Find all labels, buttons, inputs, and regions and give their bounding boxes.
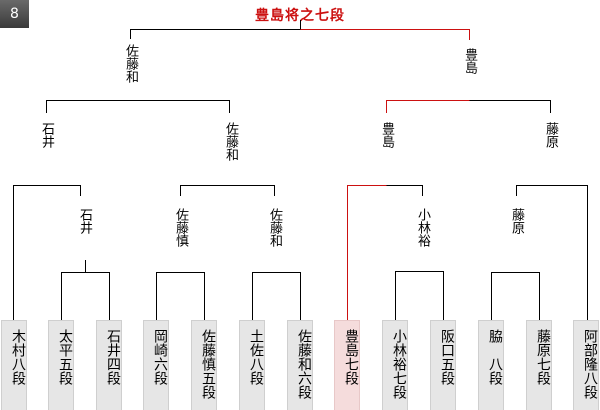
- quarterfinal-winner: 豊島: [379, 122, 394, 148]
- semifinal-winner-left: 佐藤和: [123, 44, 138, 83]
- player-name: 佐藤慎五段: [200, 329, 216, 399]
- champion-label: 豊島将之七段: [255, 8, 345, 24]
- player-box[interactable]: 小林裕七段: [382, 320, 408, 410]
- player-box-winner[interactable]: 豊島七段: [334, 320, 360, 410]
- qf-line-3-win: [347, 185, 387, 320]
- round2-winner: 石井: [77, 208, 92, 234]
- bracket-number-badge: 8: [0, 0, 29, 28]
- player-box[interactable]: 佐藤慎五段: [191, 320, 217, 410]
- r1-line: [156, 272, 205, 320]
- round2-winner: 藤原: [509, 208, 524, 234]
- qf-line-1: [13, 185, 81, 320]
- round2-winner: 佐藤慎: [173, 208, 188, 247]
- player-box[interactable]: 土佐八段: [239, 320, 265, 410]
- player-box[interactable]: 石井四段: [96, 320, 122, 410]
- player-name: 岡崎六段: [152, 329, 168, 385]
- player-name: 佐藤和六段: [296, 329, 312, 399]
- player-box[interactable]: 木村八段: [1, 320, 27, 410]
- r1-line: [491, 272, 540, 320]
- player-name: 阿部隆八段: [582, 329, 598, 399]
- player-name: 藤原七段: [535, 329, 551, 385]
- player-box[interactable]: 阿部隆八段: [573, 320, 599, 410]
- player-name: 木村八段: [10, 329, 26, 385]
- player-name: 豊島七段: [343, 329, 359, 385]
- player-name: 小林裕七段: [391, 329, 407, 399]
- semifinal-winner-right: 豊島: [462, 48, 477, 74]
- qf-line-4: [516, 185, 588, 320]
- semifinal-line-right: [469, 100, 551, 113]
- r1-line: [395, 271, 444, 320]
- qf-line-3: [386, 185, 423, 196]
- player-name: 太平五段: [57, 329, 73, 385]
- r1-line: [252, 272, 301, 320]
- quarterfinal-winner: 藤原: [543, 122, 558, 148]
- player-name: 土佐八段: [248, 329, 264, 385]
- player-name: 脇 八段: [487, 329, 503, 385]
- semifinal-line-left: [46, 100, 230, 113]
- semifinal-line-right-win: [386, 100, 470, 113]
- round2-winner: 佐藤和: [267, 208, 282, 247]
- round2-winner: 小林裕: [415, 208, 430, 247]
- final-line-left: [130, 20, 301, 39]
- player-box[interactable]: 佐藤和六段: [287, 320, 313, 410]
- r1-line: [61, 272, 110, 320]
- player-box[interactable]: 岡崎六段: [143, 320, 169, 410]
- player-box[interactable]: 藤原七段: [526, 320, 552, 410]
- quarterfinal-winner: 石井: [39, 122, 54, 148]
- player-box[interactable]: 太平五段: [48, 320, 74, 410]
- player-name: 石井四段: [105, 329, 121, 385]
- final-line-right: [300, 29, 470, 40]
- player-box[interactable]: 脇 八段: [478, 320, 504, 410]
- qf-line-2: [180, 185, 275, 196]
- quarterfinal-winner: 佐藤和: [223, 122, 238, 161]
- player-name: 阪口五段: [439, 329, 455, 385]
- player-box[interactable]: 阪口五段: [430, 320, 456, 410]
